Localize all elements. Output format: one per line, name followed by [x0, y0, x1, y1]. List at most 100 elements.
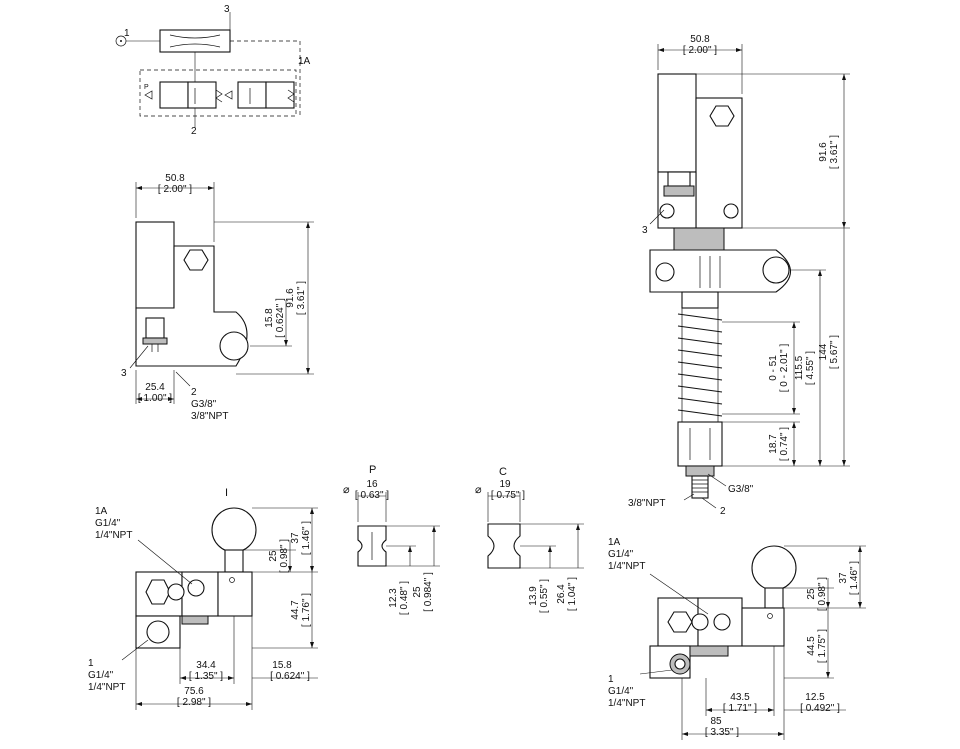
front-height-in: [ 3.61" ] [296, 281, 307, 315]
br-d435-in: [ 1.71" ] [723, 703, 757, 714]
option-i-d344-in: [ 1.35" ] [189, 671, 223, 682]
option-i-port1a: 1A [95, 506, 108, 517]
pneumatic-schematic: P 3 1 1A 2 [115, 4, 311, 137]
option-i-port1a-npt: 1/4"NPT [95, 530, 132, 541]
option-c-h1-in: [ 0.55" ] [539, 579, 550, 613]
front-port-3: 3 [121, 368, 127, 379]
side-total-mm: 144 [818, 343, 829, 360]
side-plunger-body [677, 421, 723, 467]
br-port1a: 1A [608, 537, 621, 548]
side-stroke-mm: 0 - 51 [768, 355, 779, 381]
br-d445-mm: 44.5 [806, 636, 817, 656]
side-total-in: [ 5.67" ] [829, 335, 840, 369]
valve-2 [224, 81, 295, 109]
br-d435-mm: 43.5 [730, 692, 750, 703]
br-d85-mm: 85 [710, 716, 722, 727]
br-port1: 1 [608, 674, 614, 685]
option-c-dia-mm: 19 [499, 479, 511, 490]
br-d445-in: [ 1.75" ] [817, 629, 828, 663]
option-i-d756-in: [ 2.98" ] [177, 697, 211, 708]
side-port-2: 2 [720, 506, 726, 517]
option-c-h2-mm: 26.4 [556, 584, 567, 604]
br-port1-g: G1/4" [608, 686, 634, 697]
option-i-title: I [225, 487, 228, 499]
valve-p-mark: P [144, 84, 149, 91]
side-body-mm: 91.6 [818, 142, 829, 162]
schematic-port-1a: 1A [298, 56, 311, 67]
schematic-port-3: 3 [224, 4, 230, 15]
option-c-h1-mm: 13.9 [528, 586, 539, 606]
side-view: 50.8 [ 2.00" ] 91.6 [ 3.61" ] 144 [ 5.67… [628, 34, 850, 517]
option-c-dia-symbol: ⌀ [475, 484, 482, 496]
side-thread-npt: 3/8"NPT [628, 498, 665, 509]
valve-assembly-boundary [139, 69, 297, 117]
option-p-h1-in: [ 0.48" ] [399, 581, 410, 615]
br-ball-knob [751, 545, 797, 591]
side-tip-in: [ 0.74" ] [779, 427, 790, 461]
option-i-d344-mm: 34.4 [196, 660, 216, 671]
br-port1a-g: G1/4" [608, 549, 634, 560]
flow-restrictor [159, 29, 231, 53]
option-i-port-1 [146, 620, 170, 644]
option-p-h2-in: [ 0.984" ] [423, 572, 434, 612]
option-p-h2-mm: 25 [412, 586, 423, 598]
br-d25-mm: 25 [806, 588, 817, 600]
option-c-view: C ⌀ 19 [ 0.75" ] 13.9 [ 0.55" ] 26.4 [ 1… [475, 466, 584, 613]
option-i-d25-mm: 25 [268, 550, 279, 562]
side-width-mm: 50.8 [690, 34, 710, 45]
side-thread-g: G3/8" [728, 484, 754, 495]
option-i-d447-mm: 44.7 [290, 600, 301, 620]
option-c-title: C [499, 466, 507, 478]
option-i-port1-npt: 1/4"NPT [88, 682, 125, 693]
side-body-in: [ 3.61" ] [829, 135, 840, 169]
option-p-view: P ⌀ 16 [ 0.63" ] 12.3 [ 0.48" ] 25 [ 0.9… [343, 464, 440, 615]
br-port1-npt: 1/4"NPT [608, 698, 645, 709]
option-i-view: I 25 [ 0.98" ] 37 [ 1.46" ] 44.7 [ 1.76"… [88, 487, 318, 710]
option-i-hex-fitting [145, 579, 171, 605]
br-d25-in: [ 0.98" ] [817, 577, 828, 611]
option-p-dia-in: [ 0.63" ] [355, 490, 389, 501]
front-offset-in: [ 0.624" ] [275, 298, 286, 338]
option-p-h1-mm: 12.3 [388, 588, 399, 608]
front-port2-thread-npt: 3/8"NPT [191, 411, 228, 422]
side-mid-mm: 115.5 [794, 355, 805, 380]
front-height-mm: 91.6 [285, 288, 296, 308]
front-port-2: 2 [191, 387, 197, 398]
br-d37-mm: 37 [838, 572, 849, 584]
option-i-port1a-g: G1/4" [95, 518, 121, 529]
option-c-dia-in: [ 0.75" ] [491, 490, 525, 501]
side-tip-mm: 18.7 [768, 434, 779, 454]
option-i-d158-in: [ 0.624" ] [270, 671, 310, 682]
option-i-d158-mm: 15.8 [272, 660, 292, 671]
br-d37-in: [ 1.46" ] [849, 561, 860, 595]
schematic-port-2: 2 [191, 126, 197, 137]
front-bottom-in: [ 1.00" ] [138, 393, 172, 404]
br-d85-in: [ 3.35" ] [705, 727, 739, 738]
side-collar [673, 227, 725, 251]
side-width-in: [ 2.00" ] [683, 45, 717, 56]
option-i-d447-in: [ 1.76" ] [301, 593, 312, 627]
option-c-h2-in: [ 1.04" ] [567, 577, 578, 611]
front-hex-bolt [183, 249, 209, 271]
br-port1a-npt: 1/4"NPT [608, 561, 645, 572]
option-i-d25-in: [ 0.98" ] [279, 539, 290, 573]
option-i-d756-mm: 75.6 [184, 686, 204, 697]
option-p-dia-mm: 16 [366, 479, 378, 490]
option-i-ball-knob [211, 507, 257, 553]
bottom-right-view: 25 [ 0.98" ] 37 [ 1.46" ] 44.5 [ 1.75" ]… [608, 537, 866, 740]
front-solenoid-block [135, 221, 175, 309]
option-i-port1-g: G1/4" [88, 670, 114, 681]
front-view: 50.8 [ 2.00" ] 91.6 [ 3.61" ] 15.8 [ 0.6… [121, 173, 314, 422]
option-i-d37-in: [ 1.46" ] [301, 521, 312, 555]
front-bottom-mm: 25.4 [145, 382, 165, 393]
option-p-dia-symbol: ⌀ [343, 484, 350, 496]
option-p-title: P [369, 464, 376, 476]
front-width-in: [ 2.00" ] [158, 184, 192, 195]
br-d125-in: [ 0.492" ] [800, 703, 840, 714]
front-port2-thread-g: G3/8" [191, 399, 217, 410]
br-hex-fitting [667, 611, 693, 633]
br-d125-mm: 12.5 [805, 692, 825, 703]
option-c-nozzle [487, 523, 521, 569]
side-port-3: 3 [642, 225, 648, 236]
